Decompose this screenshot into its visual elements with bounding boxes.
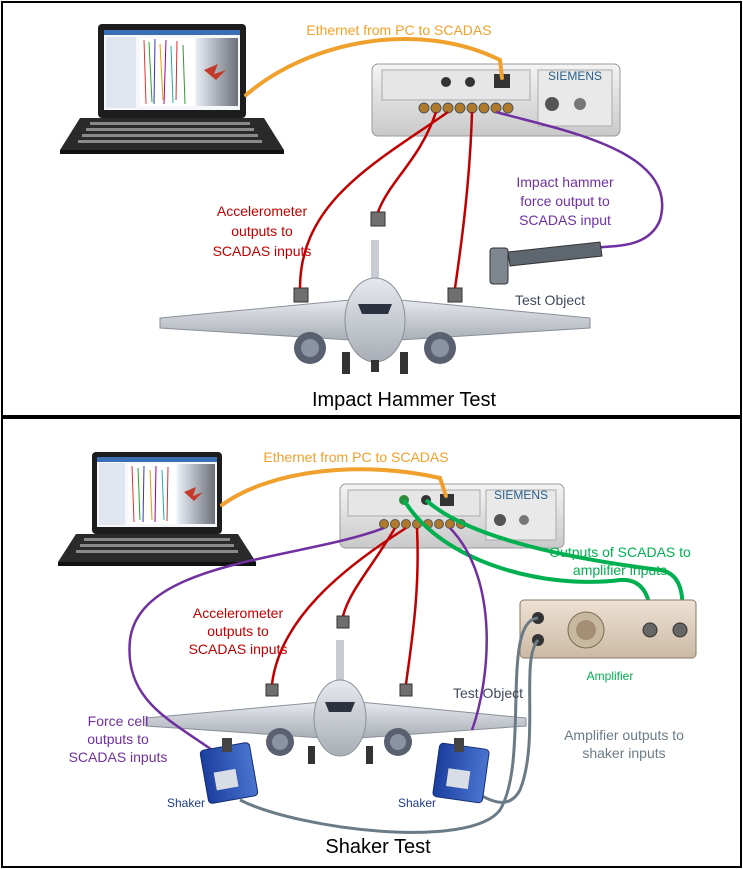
amplifier-inputs-label: Outputs of SCADAS to amplifier inputs (549, 544, 691, 578)
laptop-top (60, 24, 284, 154)
accel-label-bottom-line2: outputs to (207, 623, 269, 639)
device-brand-top: SIEMENS (548, 69, 602, 83)
amplifier-label: Amplifier (587, 669, 634, 683)
accel-label-bottom-line1: Accelerometer (193, 605, 284, 621)
force-label-line3: SCADAS inputs (69, 749, 168, 765)
accel-label-bottom-line3: SCADAS inputs (189, 641, 288, 657)
accelerometers-bottom (265, 615, 413, 697)
outputs-label-line1: Outputs of SCADAS to (549, 544, 691, 560)
laptop-bottom (58, 452, 256, 566)
bottom-panel-caption: Shaker Test (325, 836, 431, 858)
test-object-label-top: Test Object (515, 292, 585, 308)
ethernet-label-top: Ethernet from PC to SCADAS (306, 22, 491, 38)
amplifier-unit (519, 599, 697, 659)
ampout-label-line2: shaker inputs (582, 745, 665, 761)
outputs-label-line2: amplifier inputs (573, 562, 667, 578)
ethernet-cable-top (244, 36, 504, 97)
aircraft-bottom (145, 640, 527, 764)
hammer-label-line2: force output to (520, 193, 610, 209)
amplifier-outputs-label: Amplifier outputs to shaker inputs (564, 727, 684, 761)
ethernet-cable-bottom (220, 467, 448, 507)
test-object-label-bottom: Test Object (453, 685, 523, 701)
shaker-right (432, 738, 490, 804)
scadas-unit-top: SIEMENS (371, 63, 621, 137)
top-panel-caption: Impact Hammer Test (312, 389, 497, 411)
force-label-line1: Force cell (88, 713, 149, 729)
force-label-line2: outputs to (87, 731, 149, 747)
hammer-label-line3: SCADAS input (519, 212, 611, 228)
shaker-left-label: Shaker (167, 796, 205, 810)
shaker-cables (239, 616, 540, 834)
accelerometer-cables-bottom (270, 526, 419, 685)
accel-label-top-line1: Accelerometer (217, 203, 308, 219)
impact-hammer (489, 241, 603, 285)
device-brand-bottom: SIEMENS (494, 488, 548, 502)
force-cell-label: Force cell outputs to SCADAS inputs (69, 713, 168, 765)
shaker-right-label: Shaker (398, 796, 436, 810)
shaker-left (199, 738, 259, 804)
force-cell-cables (128, 526, 488, 752)
accel-label-top-line2: outputs to (231, 223, 293, 239)
accelerometer-label-top: Accelerometer outputs to SCADAS inputs (213, 203, 312, 259)
accel-label-top-line3: SCADAS inputs (213, 243, 312, 259)
accelerometer-label-bottom: Accelerometer outputs to SCADAS inputs (189, 605, 288, 657)
ethernet-label-bottom: Ethernet from PC to SCADAS (263, 449, 448, 465)
accelerometer-cables-top (298, 110, 474, 289)
hammer-label: Impact hammer force output to SCADAS inp… (516, 174, 614, 228)
ampout-label-line1: Amplifier outputs to (564, 727, 684, 743)
hammer-cable-top (495, 110, 664, 250)
hammer-label-line1: Impact hammer (516, 174, 614, 190)
aircraft-top (159, 240, 591, 374)
